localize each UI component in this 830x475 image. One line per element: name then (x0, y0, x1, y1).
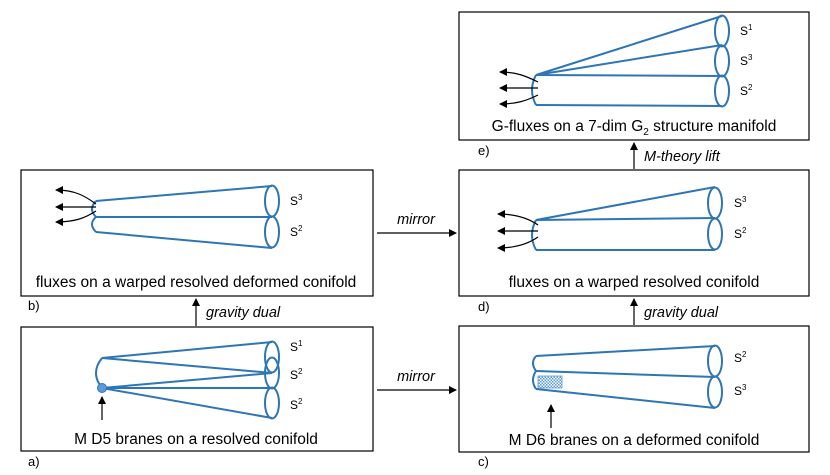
flux-arrows-d (497, 210, 539, 252)
panel-b-box (20, 169, 374, 297)
sphere-label-e-2: S3 (740, 53, 753, 68)
sphere-label-a-3: S2 (290, 397, 303, 412)
sphere-label-e-3: S2 (740, 83, 753, 98)
sphere-label-b-1: S3 (290, 193, 303, 208)
sphere-label-a-2: S2 (290, 367, 303, 382)
panel-e: S1 S3 S2 G-fluxes on a 7-dim G2 structur… (458, 11, 810, 158)
sphere-label-d-2: S2 (734, 226, 747, 241)
panel-d-geometry (531, 186, 723, 251)
mtheory-lift-label: M-theory lift (644, 149, 721, 165)
flux-arrows-b (55, 186, 97, 226)
mirror-label-top: mirror (397, 212, 436, 228)
panel-a-box (20, 326, 374, 452)
panel-a-geometry (95, 340, 280, 420)
mirror-label-bottom: mirror (397, 369, 436, 385)
panel-c-caption: M D6 branes on a deformed conifold (509, 432, 760, 449)
sphere-label-e-1: S1 (740, 23, 753, 38)
panel-d-tag: d) (478, 299, 490, 314)
panel-b: S3 S2 fluxes on a warped resolved deform… (20, 169, 374, 313)
panel-c-tag: c) (478, 454, 489, 469)
panel-e-geometry (531, 14, 730, 108)
panel-c-geometry (532, 344, 723, 409)
panel-b-caption: fluxes on a warped resolved deformed con… (36, 274, 357, 291)
panel-d-box (458, 169, 810, 297)
panel-c-box (458, 325, 810, 453)
sphere-label-a-1: S1 (290, 339, 303, 354)
panel-a-tag: a) (28, 454, 40, 469)
panel-b-geometry (91, 184, 280, 249)
panel-a-caption: M D5 branes on a resolved conifold (74, 431, 318, 448)
gravity-dual-label-right: gravity dual (644, 305, 719, 321)
panel-c: S2 S3 M D6 branes on a deformed conifold… (458, 325, 810, 469)
panel-e-box (458, 11, 810, 141)
panel-d: S3 S2 fluxes on a warped resolved conifo… (458, 169, 810, 314)
sphere-label-c-2: S3 (734, 383, 747, 398)
d6-brane-patch (537, 375, 563, 389)
d5-brane-dot (97, 383, 107, 393)
transition-arrows (192, 142, 638, 394)
panel-a: S1 S2 S2 M D5 branes on a resolved conif… (20, 326, 374, 469)
panel-b-tag: b) (28, 298, 40, 313)
sphere-label-c-1: S2 (734, 350, 747, 365)
sphere-label-d-1: S3 (734, 195, 747, 210)
flux-arrows-e (499, 68, 539, 108)
panel-e-tag: e) (478, 143, 490, 158)
gravity-dual-label-left: gravity dual (206, 305, 281, 321)
panel-e-caption: G-fluxes on a 7-dim G2 structure manifol… (492, 118, 777, 138)
sphere-label-b-2: S2 (290, 224, 303, 239)
panel-d-caption: fluxes on a warped resolved conifold (509, 274, 760, 291)
